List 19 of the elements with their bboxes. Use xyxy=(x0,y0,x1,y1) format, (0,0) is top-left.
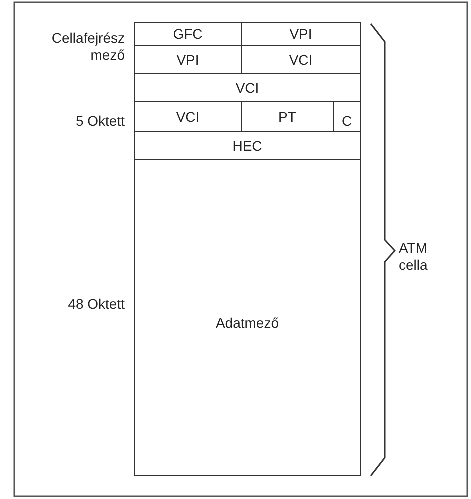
size-label: 5 Oktett xyxy=(74,113,125,130)
field-label: VCI xyxy=(176,108,200,124)
field-box xyxy=(134,73,361,102)
field-label: HEC xyxy=(232,138,262,154)
size-label: 48 Oktett xyxy=(67,296,125,313)
field-label: VPI xyxy=(290,26,312,42)
cell-label: ATM cella xyxy=(399,240,429,274)
field-box xyxy=(134,131,361,160)
header-label: Cellafejrész mező xyxy=(50,30,125,64)
field-box xyxy=(241,22,361,46)
field-label: C xyxy=(342,113,352,129)
field-label: PT xyxy=(278,108,296,124)
field-label: VCI xyxy=(236,80,260,96)
field-label: Adatmező xyxy=(216,315,280,331)
field-label: VCI xyxy=(289,52,313,68)
field-box xyxy=(134,159,361,476)
field-box xyxy=(134,22,242,46)
field-label: VPI xyxy=(176,52,200,68)
field-label: GFC xyxy=(173,26,203,42)
